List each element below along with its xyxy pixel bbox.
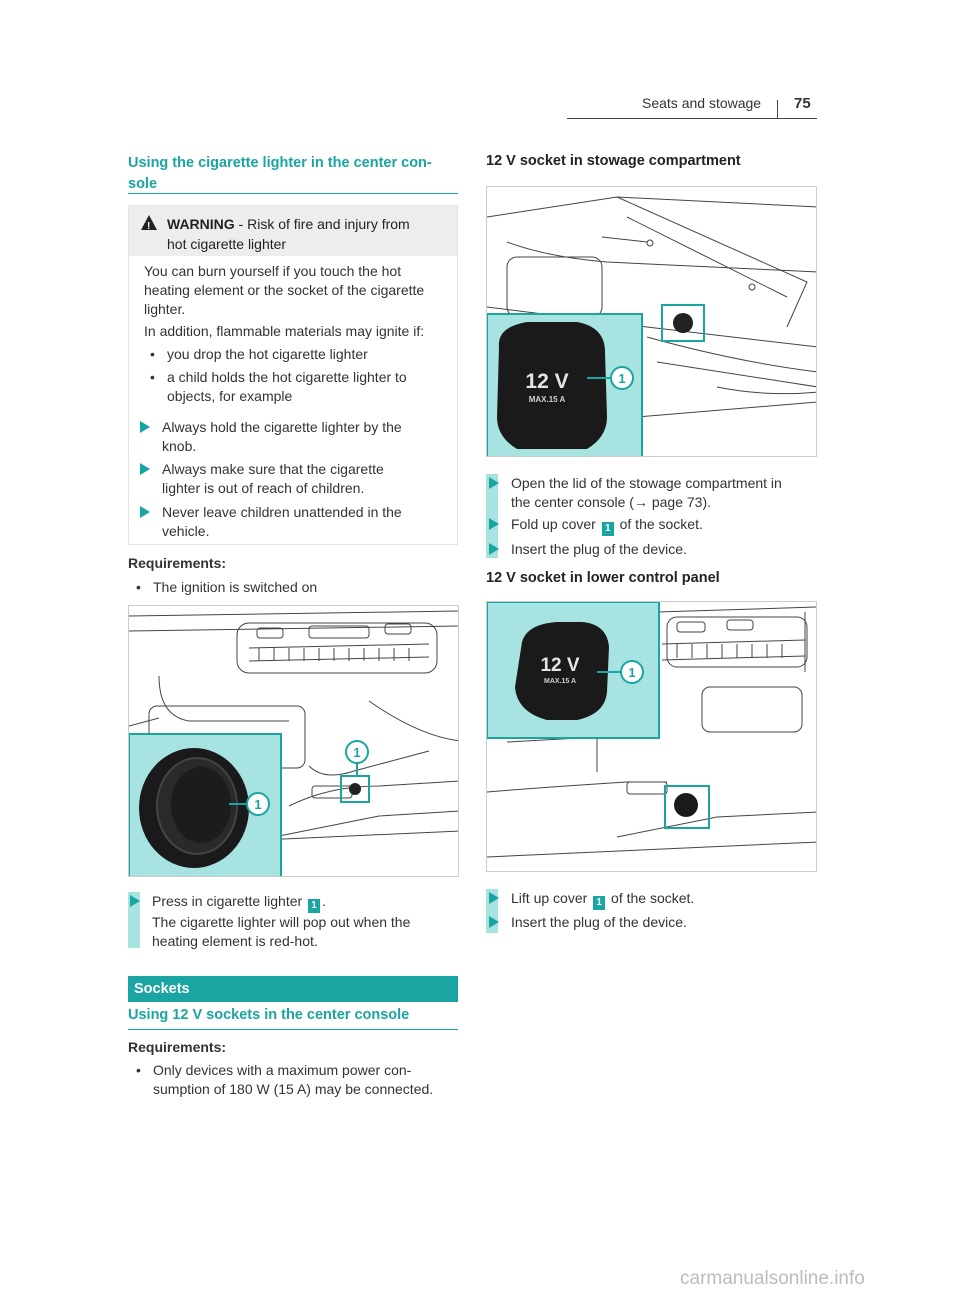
warning-step: Always make sure that the cigarette ligh…: [140, 460, 384, 498]
callout-1: 1: [618, 371, 625, 386]
step-text: Fold up cover: [511, 516, 600, 532]
section-heading-lighter: Using the cigarette lighter in the cente…: [128, 153, 432, 195]
sub-heading: Using 12 V sockets in the center console: [128, 1007, 410, 1023]
callout-1: 1: [353, 745, 360, 760]
bullet-text: you drop the hot cigarette lighter: [167, 346, 368, 362]
watermark: carmanualsonline.info: [680, 1268, 865, 1289]
sockets-section-bar: Sockets: [128, 976, 458, 1002]
figure-stowage-socket: 12 V MAX.15 A 1: [486, 186, 817, 457]
lower-panel-step: Insert the plug of the device.: [489, 913, 687, 932]
bullet-text: objects, for example: [167, 388, 293, 404]
requirements-label: Requirements:: [128, 1039, 227, 1055]
step-text: lighter is out of reach of children.: [162, 480, 365, 496]
text-line: You can burn yourself if you touch the h…: [144, 263, 402, 279]
step-arrow-icon: [140, 421, 150, 433]
lower-panel-step: Lift up cover 1 of the socket.: [489, 889, 695, 910]
header-rule: [567, 118, 817, 119]
heading-line: sole: [128, 176, 158, 192]
warning-paragraph: In addition, flammable materials may ign…: [144, 323, 425, 339]
socket-label-12v: 12 V: [540, 655, 579, 676]
figure-cigarette-lighter: 1 1: [128, 605, 459, 877]
warning-step: Never leave children unattended in the v…: [140, 503, 402, 541]
step-text: Open the lid of the stowage compartment …: [511, 475, 782, 491]
step-text: Always make sure that the cigarette: [162, 461, 384, 477]
warning-step: Always hold the cigarette lighter by the…: [140, 418, 402, 456]
requirement-text: sumption of 180 W (15 A) may be connecte…: [153, 1081, 434, 1097]
step-arrow-icon: [489, 543, 499, 555]
press-step: Press in cigarette lighter 1. The cigare…: [130, 892, 411, 951]
bullet-text: a child holds the hot cigarette lighter …: [167, 369, 407, 385]
step-arrow-icon: [140, 463, 150, 475]
heading-lower-panel-socket: 12 V socket in lower control panel: [486, 570, 720, 586]
warning-header: WARNING - Risk of fire and injury from h…: [129, 206, 457, 256]
step-text: Insert the plug of the device.: [511, 541, 687, 557]
requirement-text: Only devices with a maximum power con-: [153, 1062, 412, 1078]
socket-label-max: MAX.15 A: [529, 395, 566, 404]
heading-stowage-socket: 12 V socket in stowage compartment: [486, 153, 741, 169]
step-text: Always hold the cigarette lighter by the: [162, 419, 402, 435]
callout-1: 1: [628, 665, 635, 680]
callout-1: 1: [254, 797, 261, 812]
requirement-text: The ignition is switched on: [153, 579, 318, 595]
warning-body: You can burn yourself if you touch the h…: [129, 256, 457, 406]
heading-rule: [128, 1029, 458, 1030]
page-number: 75: [794, 95, 811, 112]
requirement-item: The ignition is switched on: [130, 578, 317, 597]
step-text: of the socket.: [615, 516, 703, 532]
callout-badge: 1: [601, 522, 614, 536]
callout-badge: 1: [593, 896, 606, 910]
figure-lower-panel-socket: 12 V MAX.15 A 1: [486, 601, 817, 872]
warning-bullet: you drop the hot cigarette lighter: [144, 345, 447, 364]
text-line: lighter.: [144, 301, 186, 317]
step-arrow-icon: [489, 892, 499, 904]
step-arrow-icon: [130, 895, 140, 907]
running-header: Seats and stowage 75: [642, 95, 811, 112]
step-text: of the socket.: [607, 890, 695, 906]
step-text: heating element is red-hot.: [152, 933, 318, 949]
requirements-label: Requirements:: [128, 555, 227, 571]
stowage-step: Fold up cover 1 of the socket.: [489, 515, 703, 536]
step-text: Never leave children unattended in the: [162, 504, 402, 520]
socket-label-12v: 12 V: [525, 370, 568, 393]
requirement-item: Only devices with a maximum power con- s…: [130, 1061, 433, 1099]
lighter-illustration: 1 1: [129, 610, 458, 876]
warning-bullet: a child holds the hot cigarette lighter …: [144, 368, 447, 406]
step-highlight-bar: [486, 474, 498, 558]
section-title: Seats and stowage: [642, 95, 762, 111]
callout-badge: 1: [308, 899, 321, 913]
step-text: the center console (→ page 73).: [511, 494, 712, 510]
step-text: vehicle.: [162, 523, 210, 539]
step-arrow-icon: [140, 506, 150, 518]
stowage-step: Insert the plug of the device.: [489, 540, 687, 559]
stowage-step: Open the lid of the stowage compartment …: [489, 474, 782, 512]
step-text: Insert the plug of the device.: [511, 914, 687, 930]
heading-rule: [128, 193, 458, 194]
lower-panel-illustration: 12 V MAX.15 A 1: [487, 602, 816, 858]
socket-label-max: MAX.15 A: [544, 678, 576, 685]
warning-triangle-icon: [141, 215, 157, 237]
text-line: heating element or the socket of the cig…: [144, 282, 425, 298]
step-text: The cigarette lighter will pop out when …: [152, 914, 411, 930]
warning-box: WARNING - Risk of fire and injury from h…: [128, 205, 458, 545]
header-divider: [777, 100, 778, 118]
step-arrow-icon: [489, 518, 499, 530]
step-arrow-icon: [489, 916, 499, 928]
warning-paragraph: You can burn yourself if you touch the h…: [144, 262, 447, 319]
warning-title-line2: hot cigarette lighter: [167, 236, 287, 252]
stowage-illustration: 12 V MAX.15 A 1: [487, 196, 816, 456]
heading-line: Using the cigarette lighter in the cente…: [128, 155, 432, 171]
step-text: .: [322, 893, 326, 909]
step-text: Lift up cover: [511, 890, 592, 906]
warning-title-rest: - Risk of fire and injury from: [234, 216, 410, 232]
step-text: Press in cigarette lighter: [152, 893, 307, 909]
step-arrow-icon: [489, 477, 499, 489]
warning-title: WARNING: [167, 216, 235, 232]
step-text: knob.: [162, 438, 197, 454]
